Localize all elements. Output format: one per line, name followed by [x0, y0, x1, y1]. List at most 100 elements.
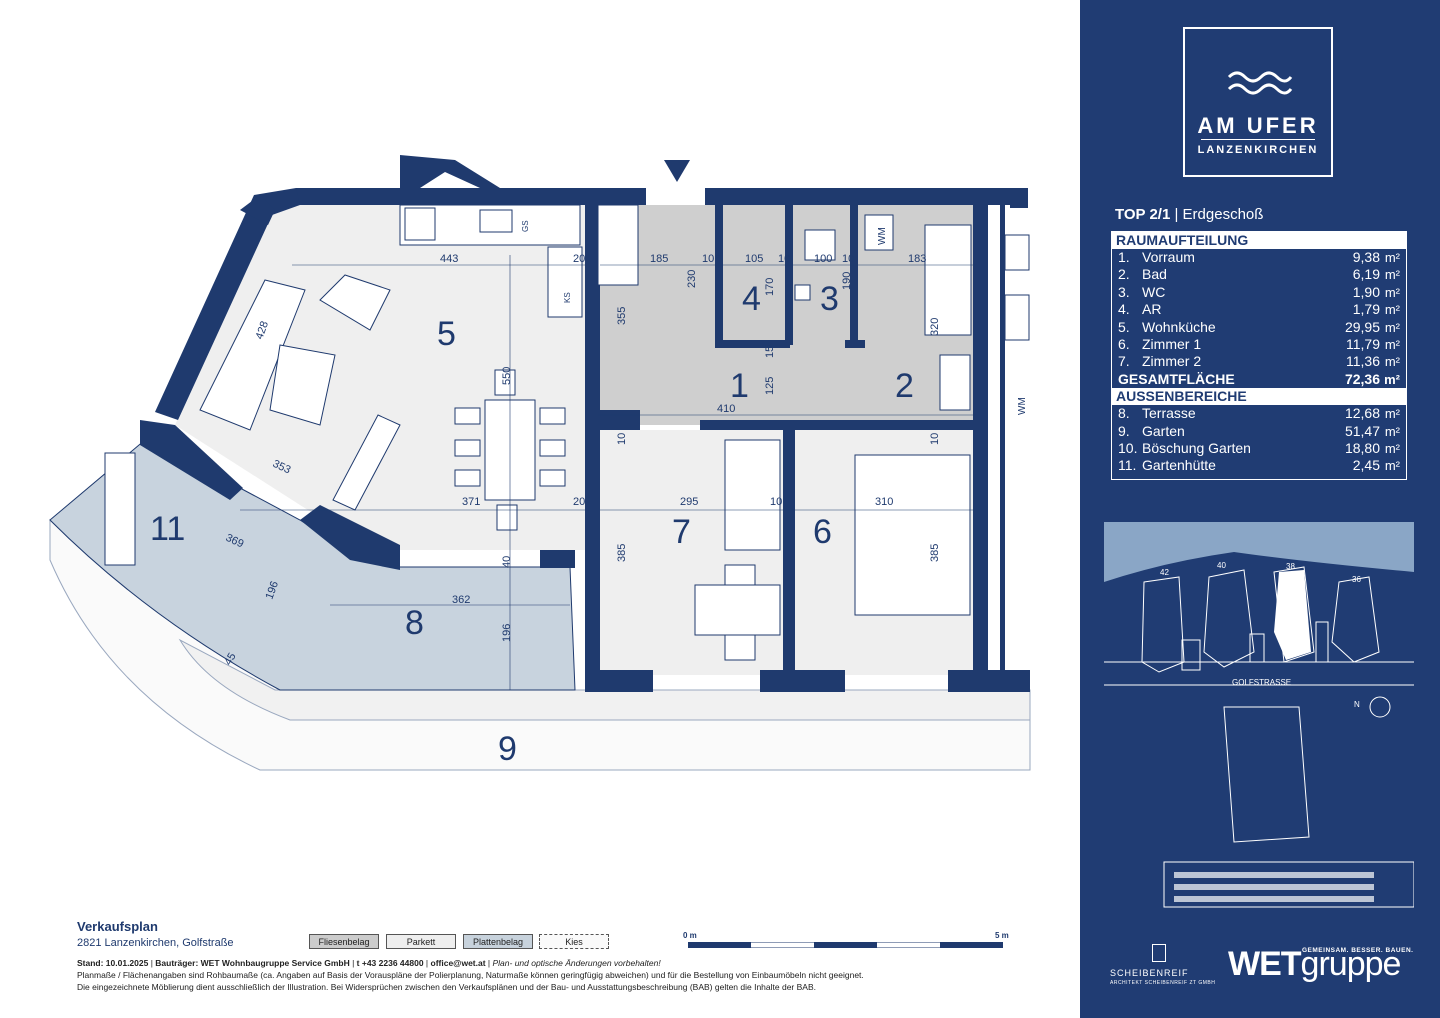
dim-label: 45 [222, 651, 239, 668]
site-number-42: 42 [1160, 568, 1169, 577]
area-row-unit: m² [1384, 336, 1400, 352]
builder-label: Bauträger: [155, 958, 199, 968]
builder-email: office@wet.at [430, 958, 486, 968]
disclaimer-changes: Plan- und optische Änderungen vorbehalte… [492, 958, 661, 968]
architect-logo-icon [1152, 944, 1166, 962]
area-row-value: 1,90 [1352, 283, 1380, 300]
dim-label: 443 [440, 253, 458, 265]
stand-label: Stand: 10.01.2025 [77, 958, 149, 968]
total-label: GESAMTFLÄCHE [1118, 370, 1235, 387]
dim-label: 410 [717, 403, 735, 415]
area-row-unit: m² [1384, 354, 1400, 370]
waves-icon [1227, 71, 1293, 95]
dim-label: 15 [764, 346, 776, 358]
footer-info-line1: Stand: 10.01.2025 | Bauträger: WET Wohnb… [77, 958, 661, 968]
dim-label: 371 [462, 496, 480, 508]
area-row-label: Garten [1142, 422, 1185, 439]
sidebar: AM UFER LANZENKIRCHEN TOP 2/1 | Erdgesch… [1080, 0, 1440, 1018]
area-row-unit: m² [1384, 250, 1400, 265]
unit-floor: | Erdgeschoß [1174, 206, 1264, 223]
room-number-7: 7 [672, 513, 691, 551]
site-map: 42 40 38 36 GOLFSTRASSE N [1104, 522, 1414, 908]
area-row-value: 6,19 [1352, 266, 1380, 283]
room-number-3: 3 [820, 280, 839, 318]
dim-label: 10 [778, 253, 790, 265]
area-row-unit: m² [1384, 423, 1400, 439]
builder-phone: t +43 2236 44800 [356, 958, 424, 968]
dim-label: 10 [702, 253, 714, 265]
area-row-n: 11. [1118, 457, 1137, 474]
dim-label: 310 [875, 496, 893, 508]
area-row-n: 6. [1118, 335, 1130, 352]
area-row-label: Zimmer 2 [1142, 353, 1202, 370]
room-numbers: 1 2 3 4 5 6 7 8 9 11 [150, 280, 914, 768]
unit-title: TOP 2/1 | Erdgeschoß [1115, 206, 1263, 223]
area-row-n: 9. [1118, 422, 1130, 439]
logo-title: AM UFER [1197, 113, 1319, 138]
dim-label: 100 [814, 253, 832, 265]
dimension-labels: 443 20 185 10 105 10 100 10 183 230 170 … [222, 253, 941, 668]
unit-code: TOP 2/1 [1115, 206, 1171, 223]
scale-bar [688, 942, 1003, 948]
area-row-unit: m² [1384, 284, 1400, 300]
area-row-value: 18,80 [1344, 439, 1380, 456]
dimension-lines [240, 255, 975, 690]
dim-label: 190 [841, 272, 853, 290]
dim-label: 428 [254, 320, 272, 341]
area-row-value: 29,95 [1344, 318, 1380, 335]
area-row-n: 2. [1118, 266, 1130, 283]
area-row-label: Bad [1142, 266, 1167, 283]
legend-parquet: Parkett [386, 934, 456, 949]
room-number-9: 9 [498, 730, 517, 768]
rooms-header: RAUMAUFTEILUNG [1112, 232, 1406, 249]
dim-label: 105 [745, 253, 763, 265]
area-row-label: Böschung Garten [1142, 439, 1251, 456]
logo-subtitle: LANZENKIRCHEN [1197, 144, 1319, 156]
room-number-1: 1 [730, 367, 749, 405]
area-row-value: 11,79 [1346, 335, 1380, 352]
dim-label: 320 [929, 318, 941, 336]
area-row-label: AR [1142, 301, 1162, 318]
area-row-unit: m² [1384, 302, 1400, 318]
disclaimer-dimensions: Planmaße / Flächenangaben sind Rohbaumaß… [77, 970, 864, 980]
fridge-label: KS [563, 292, 572, 303]
area-row-label: Vorraum [1142, 249, 1195, 265]
area-row-n: 5. [1118, 318, 1130, 335]
dim-label: 385 [616, 544, 628, 562]
area-row-n: 7. [1118, 353, 1130, 370]
dim-label: 40 [501, 556, 513, 568]
legend-plate: Plattenbelag [463, 934, 533, 949]
room-number-11: 11 [150, 510, 185, 548]
footer-address: 2821 Lanzenkirchen, Golfstraße [77, 937, 234, 949]
floor-plan: 1 2 3 4 5 6 7 8 9 11 443 20 185 10 105 1… [49, 155, 1031, 771]
area-row-n: 4. [1118, 301, 1130, 318]
area-row-unit: m² [1384, 267, 1400, 283]
dim-label: 385 [929, 544, 941, 562]
area-row-unit: m² [1384, 319, 1400, 335]
area-row-value: 11,36 [1346, 353, 1380, 370]
site-compass-ring [1369, 696, 1391, 718]
room-number-2: 2 [895, 367, 914, 405]
area-row-n: 10. [1118, 439, 1138, 456]
wet-slogan: GEMEINSAM. BESSER. BAUEN. [1302, 947, 1414, 954]
street-label: GOLFSTRASSE [1232, 678, 1291, 687]
dim-label: 170 [764, 278, 776, 296]
room-number-6: 6 [813, 513, 832, 551]
furniture [104, 204, 1030, 661]
area-row-label: Terrasse [1142, 405, 1196, 422]
site-number-40: 40 [1217, 561, 1226, 570]
builder-name: WET Wohnbaugruppe Service GmbH [200, 958, 350, 968]
total-unit: m² [1384, 371, 1400, 387]
site-compass-n: N [1354, 700, 1360, 709]
area-row-value: 1,79 [1352, 301, 1380, 318]
